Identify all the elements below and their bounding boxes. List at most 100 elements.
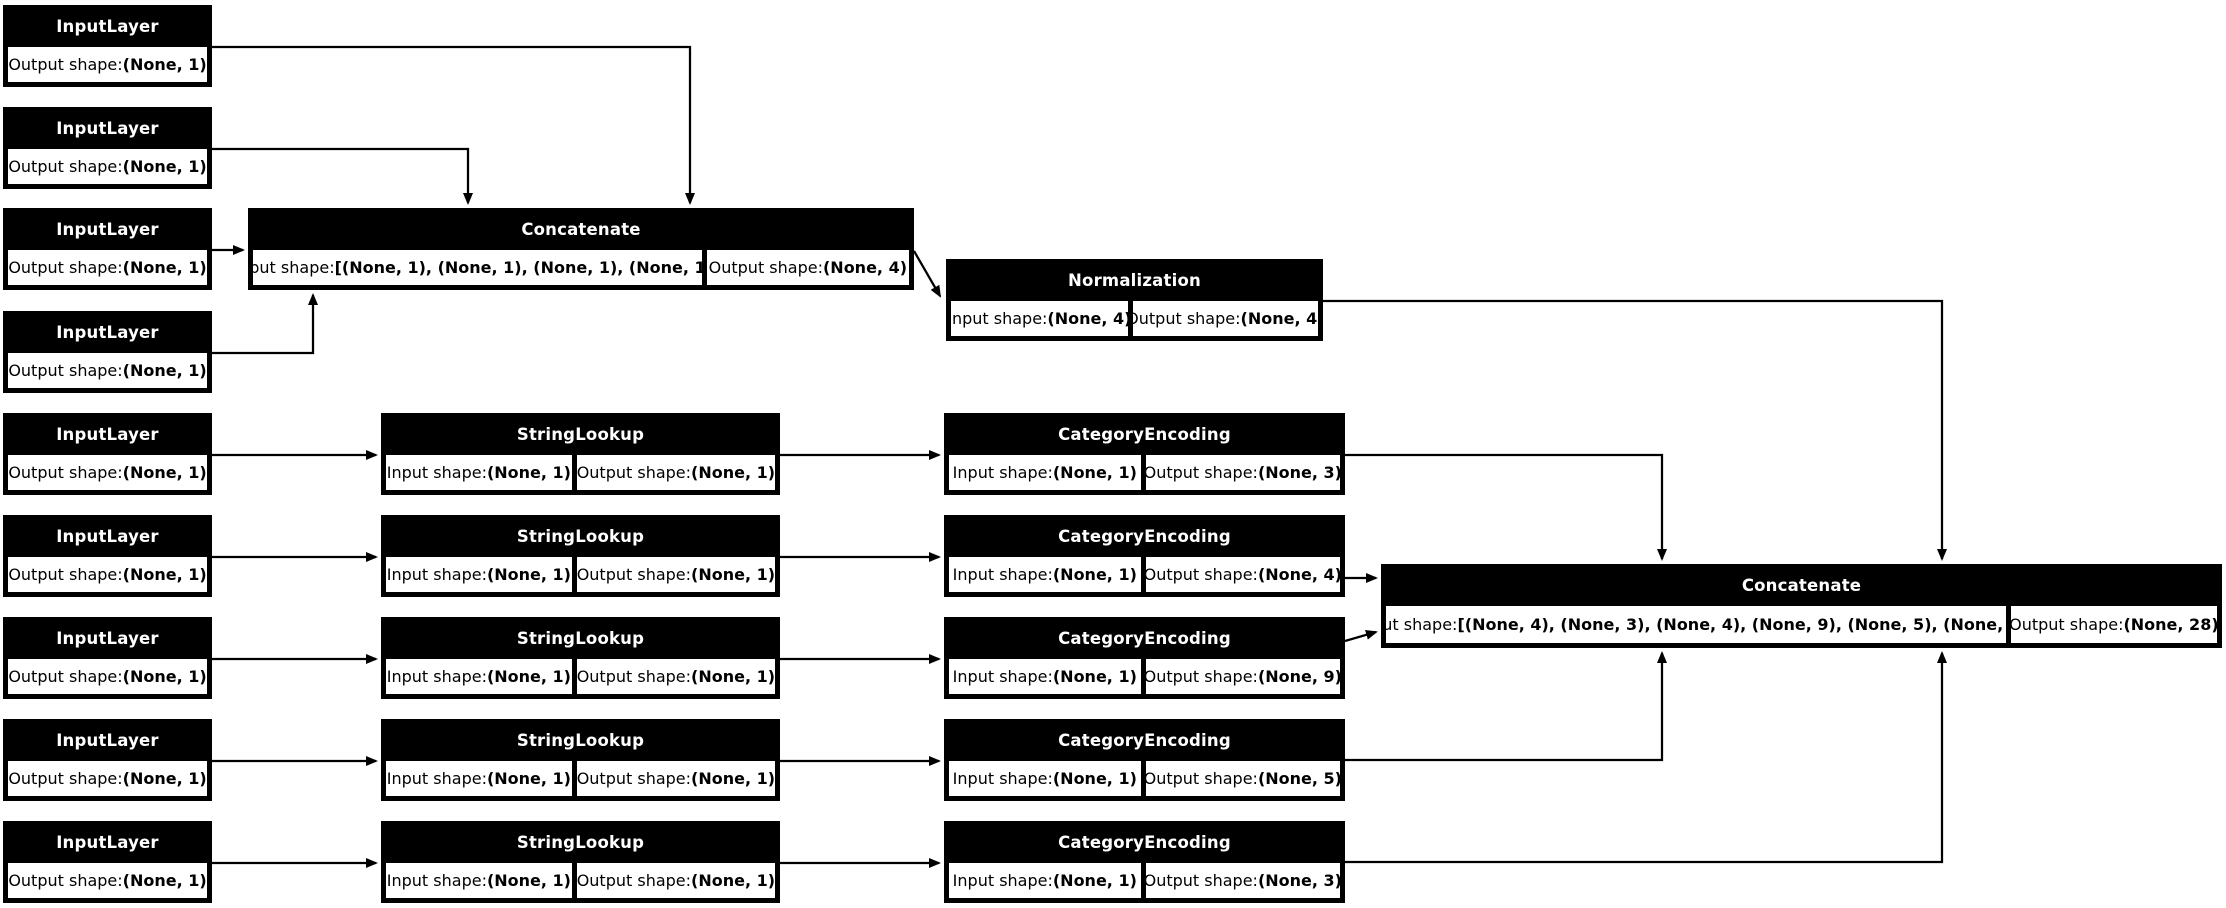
layer-shapes-row: Input shape: (None, 1)Output shape: (Non…	[945, 556, 1344, 596]
layer-shapes-row: Input shape: (None, 1)Output shape: (Non…	[945, 658, 1344, 698]
shape-cell: Output shape: (None, 1)	[7, 556, 208, 593]
edge-category-encoding-4-to-concatenate-2	[1345, 651, 1667, 762]
layer-title: StringLookup	[516, 526, 645, 546]
shape-label: Output shape:	[8, 258, 123, 277]
layer-shapes-row: Output shape: (None, 1)	[4, 148, 211, 188]
shape-value: [(None, 4), (None, 3), (None, 4), (None,…	[1457, 615, 2007, 634]
shape-label: Output shape:	[8, 871, 123, 890]
layer-title: CategoryEncoding	[1058, 424, 1231, 444]
shape-value: (None, 1)	[1052, 463, 1137, 482]
layer-shapes-row: Output shape: (None, 1)	[4, 352, 211, 392]
shape-cell: Output shape: (None, 1)	[575, 454, 776, 491]
shape-label: Output shape:	[1131, 309, 1241, 328]
shape-label: Input shape:	[386, 463, 487, 482]
layer-shapes-row: Output shape: (None, 1)	[4, 760, 211, 800]
shape-value: (None, 4)	[822, 258, 908, 277]
shape-label: Input shape:	[386, 667, 487, 686]
shape-cell: Output shape: (None, 1)	[7, 148, 208, 185]
shape-cell: Output shape: (None, 1)	[7, 862, 208, 899]
shape-label: Input shape:	[386, 769, 487, 788]
layer-title: StringLookup	[516, 832, 645, 852]
shape-value: (None, 1)	[691, 667, 776, 686]
shape-cell: Input shape: (None, 1)	[948, 760, 1142, 797]
shape-cell: Output shape: (None, 1)	[575, 760, 776, 797]
shape-value: (None, 1)	[691, 565, 776, 584]
edge-input-1-to-concatenate-1	[212, 45, 695, 205]
layer-title: CategoryEncoding	[1058, 730, 1231, 750]
layer-shapes-row: Input shape: (None, 1)Output shape: (Non…	[945, 454, 1344, 494]
layer-title: InputLayer	[56, 424, 159, 444]
layer-title: CategoryEncoding	[1058, 628, 1231, 648]
layer-title: StringLookup	[516, 628, 645, 648]
layer-title: InputLayer	[56, 730, 159, 750]
layer-title: InputLayer	[56, 832, 159, 852]
shape-label: Input shape:	[952, 871, 1053, 890]
shape-value: (None, 1)	[122, 769, 207, 788]
shape-cell: Output shape: (None, 1)	[7, 249, 208, 286]
shape-cell: Output shape: (None, 1)	[7, 454, 208, 491]
layer-title: InputLayer	[56, 118, 159, 138]
shape-label: Input shape:	[950, 309, 1048, 328]
layer-title: InputLayer	[56, 16, 159, 36]
layer-shapes-row: Input shape: [(None, 4), (None, 3), (Non…	[1382, 605, 2221, 647]
shape-value: (None, 1)	[122, 565, 207, 584]
shape-label: Input shape:	[1386, 615, 1458, 634]
edge-input-2-to-concatenate-1	[212, 147, 473, 205]
layer-shapes-row: Input shape: [(None, 1), (None, 1), (Non…	[249, 249, 913, 289]
shape-label: Input shape:	[952, 565, 1053, 584]
layer-shapes-row: Output shape: (None, 1)	[4, 249, 211, 289]
shape-value: (None, 3)	[1257, 871, 1341, 890]
layer-title: Normalization	[1068, 270, 1201, 290]
shape-label: Input shape:	[386, 871, 487, 890]
layer-title: Concatenate	[1741, 575, 1862, 595]
layer-title: StringLookup	[516, 730, 645, 750]
edge-normalization-to-concatenate-2	[1323, 299, 1947, 561]
shape-cell: Input shape: (None, 1)	[385, 760, 573, 797]
layer-title: InputLayer	[56, 322, 159, 342]
layer-title: InputLayer	[56, 526, 159, 546]
shape-cell: Output shape: (None, 28)	[2009, 605, 2218, 644]
shape-value: (None, 1)	[691, 871, 776, 890]
shape-value: (None, 1)	[1052, 667, 1137, 686]
shape-label: Output shape:	[1144, 463, 1258, 482]
layer-shapes-row: Input shape: (None, 1)Output shape: (Non…	[945, 862, 1344, 902]
shape-cell: Input shape: [(None, 4), (None, 3), (Non…	[1385, 605, 2007, 644]
shape-cell: Output shape: (None, 1)	[575, 556, 776, 593]
layer-shapes-row: Input shape: (None, 1)Output shape: (Non…	[382, 862, 779, 902]
layer-title: InputLayer	[56, 628, 159, 648]
shape-label: Output shape:	[8, 667, 123, 686]
shape-label: Output shape:	[1144, 871, 1258, 890]
shape-cell: Input shape: (None, 1)	[948, 556, 1142, 593]
edge-concatenate-1-to-normalization	[913, 250, 942, 298]
shape-label: Output shape:	[8, 463, 123, 482]
shape-label: Output shape:	[576, 463, 692, 482]
shape-value: (None, 1)	[486, 463, 571, 482]
shape-cell: Output shape: (None, 4)	[1131, 300, 1319, 337]
shape-label: Input shape:	[386, 565, 487, 584]
shape-cell: Input shape: (None, 1)	[385, 556, 573, 593]
layer-title: InputLayer	[56, 219, 159, 239]
node-concatenate-1: ConcatenateInput shape: [(None, 1), (Non…	[248, 208, 914, 290]
shape-value: (None, 1)	[1052, 565, 1137, 584]
shape-value: (None, 1)	[1052, 769, 1137, 788]
shape-value: (None, 3)	[1257, 463, 1341, 482]
shape-label: Output shape:	[1144, 565, 1258, 584]
shape-cell: Output shape: (None, 1)	[575, 658, 776, 695]
shape-label: Output shape:	[1144, 667, 1258, 686]
shape-label: Output shape:	[2009, 615, 2124, 634]
shape-cell: Input shape: (None, 1)	[948, 862, 1142, 899]
shape-cell: Output shape: (None, 1)	[7, 658, 208, 695]
shape-cell: Output shape: (None, 1)	[7, 352, 208, 389]
shape-cell: Input shape: (None, 1)	[385, 454, 573, 491]
shape-value: (None, 1)	[122, 667, 207, 686]
shape-cell: Input shape: (None, 4)	[950, 300, 1129, 337]
shape-value: (None, 9)	[1257, 667, 1341, 686]
shape-label: Output shape:	[8, 55, 123, 74]
